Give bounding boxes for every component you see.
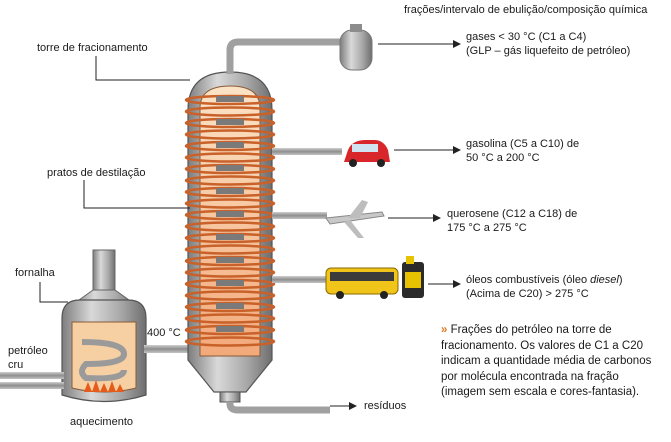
- caption-bullet: »: [441, 324, 448, 336]
- leader-lines: [39, 56, 190, 303]
- heating-label: aquecimento: [70, 416, 133, 428]
- caption-text: Frações do petróleo na torre de fraciona…: [441, 324, 652, 398]
- temperature-label: 400 °C: [147, 327, 181, 339]
- diagram-header: frações/intervalo de ebulição/composição…: [404, 4, 648, 16]
- fuel-oil-label-1c: ): [618, 274, 623, 286]
- tray-cap: [216, 142, 244, 148]
- tray-cap: [216, 234, 244, 240]
- tray-cap: [216, 257, 244, 263]
- airplane-icon: [325, 200, 385, 238]
- gasoline-label-2: 50 °C a 200 °C: [466, 152, 540, 164]
- fuel-oil-label-1a: óleos combustíveis (óleo: [466, 274, 591, 286]
- tray-cap: [216, 119, 244, 125]
- fuel-oil-label-2: (Acima de C20) > 275 °C: [466, 288, 589, 300]
- kerosene-label-1: querosene (C12 a C18) de: [447, 208, 578, 220]
- copper-ring: [184, 221, 276, 232]
- car-icon: [344, 140, 390, 167]
- furnace-label: fornalha: [15, 267, 55, 279]
- gasoline-outlet-pipe: [272, 148, 342, 155]
- crude-inlet-pipe: [0, 372, 64, 389]
- residues-pipe: [226, 402, 330, 414]
- kerosene-outlet-pipe: [272, 212, 327, 219]
- bus-icon: [325, 267, 399, 299]
- output-arrows: [330, 40, 461, 410]
- residues-label: resíduos: [364, 400, 407, 412]
- figure-caption: » Frações do petróleo na torre de fracio…: [441, 323, 666, 401]
- feed-pipe: [144, 345, 192, 353]
- tray-cap: [216, 211, 244, 217]
- kerosene-label-2: 175 °C a 275 °C: [447, 222, 527, 234]
- copper-ring: [184, 267, 276, 278]
- tray-cap: [216, 188, 244, 194]
- copper-ring: [184, 198, 276, 209]
- copper-ring: [184, 244, 276, 255]
- tray-cap: [216, 280, 244, 286]
- fuel-oil-label-1: óleos combustíveis (óleo diesel): [466, 273, 623, 287]
- gasoline-label-1: gasolina (C5 a C10) de: [466, 138, 580, 150]
- gas-cylinder-icon: [339, 24, 373, 71]
- gas-outlet-pipe: [226, 38, 340, 74]
- trays-label: pratos de destilação: [47, 167, 146, 179]
- copper-ring: [184, 290, 276, 301]
- fuel-oil-outlet-pipe: [272, 276, 327, 283]
- crude-oil-label-2: cru: [8, 359, 24, 371]
- oil-can-icon: [402, 256, 424, 298]
- copper-ring: [184, 106, 276, 117]
- tray-cap: [216, 326, 244, 332]
- tray-cap: [216, 96, 244, 102]
- tray-cap: [216, 165, 244, 171]
- copper-ring: [184, 175, 276, 186]
- copper-ring: [184, 129, 276, 140]
- copper-ring: [184, 152, 276, 163]
- gases-label-1: gases < 30 °C (C1 a C4): [466, 31, 587, 43]
- copper-ring: [184, 336, 276, 347]
- tray-cap: [216, 303, 244, 309]
- gases-label-2: (GLP – gás liquefeito de petróleo): [466, 45, 631, 57]
- copper-ring: [184, 313, 276, 324]
- distillation-trays: [184, 94, 276, 347]
- furnace: [61, 249, 147, 403]
- tower-label: torre de fracionamento: [37, 42, 148, 54]
- crude-oil-label-1: petróleo: [8, 345, 48, 357]
- fuel-oil-label-1b: diesel: [590, 274, 619, 286]
